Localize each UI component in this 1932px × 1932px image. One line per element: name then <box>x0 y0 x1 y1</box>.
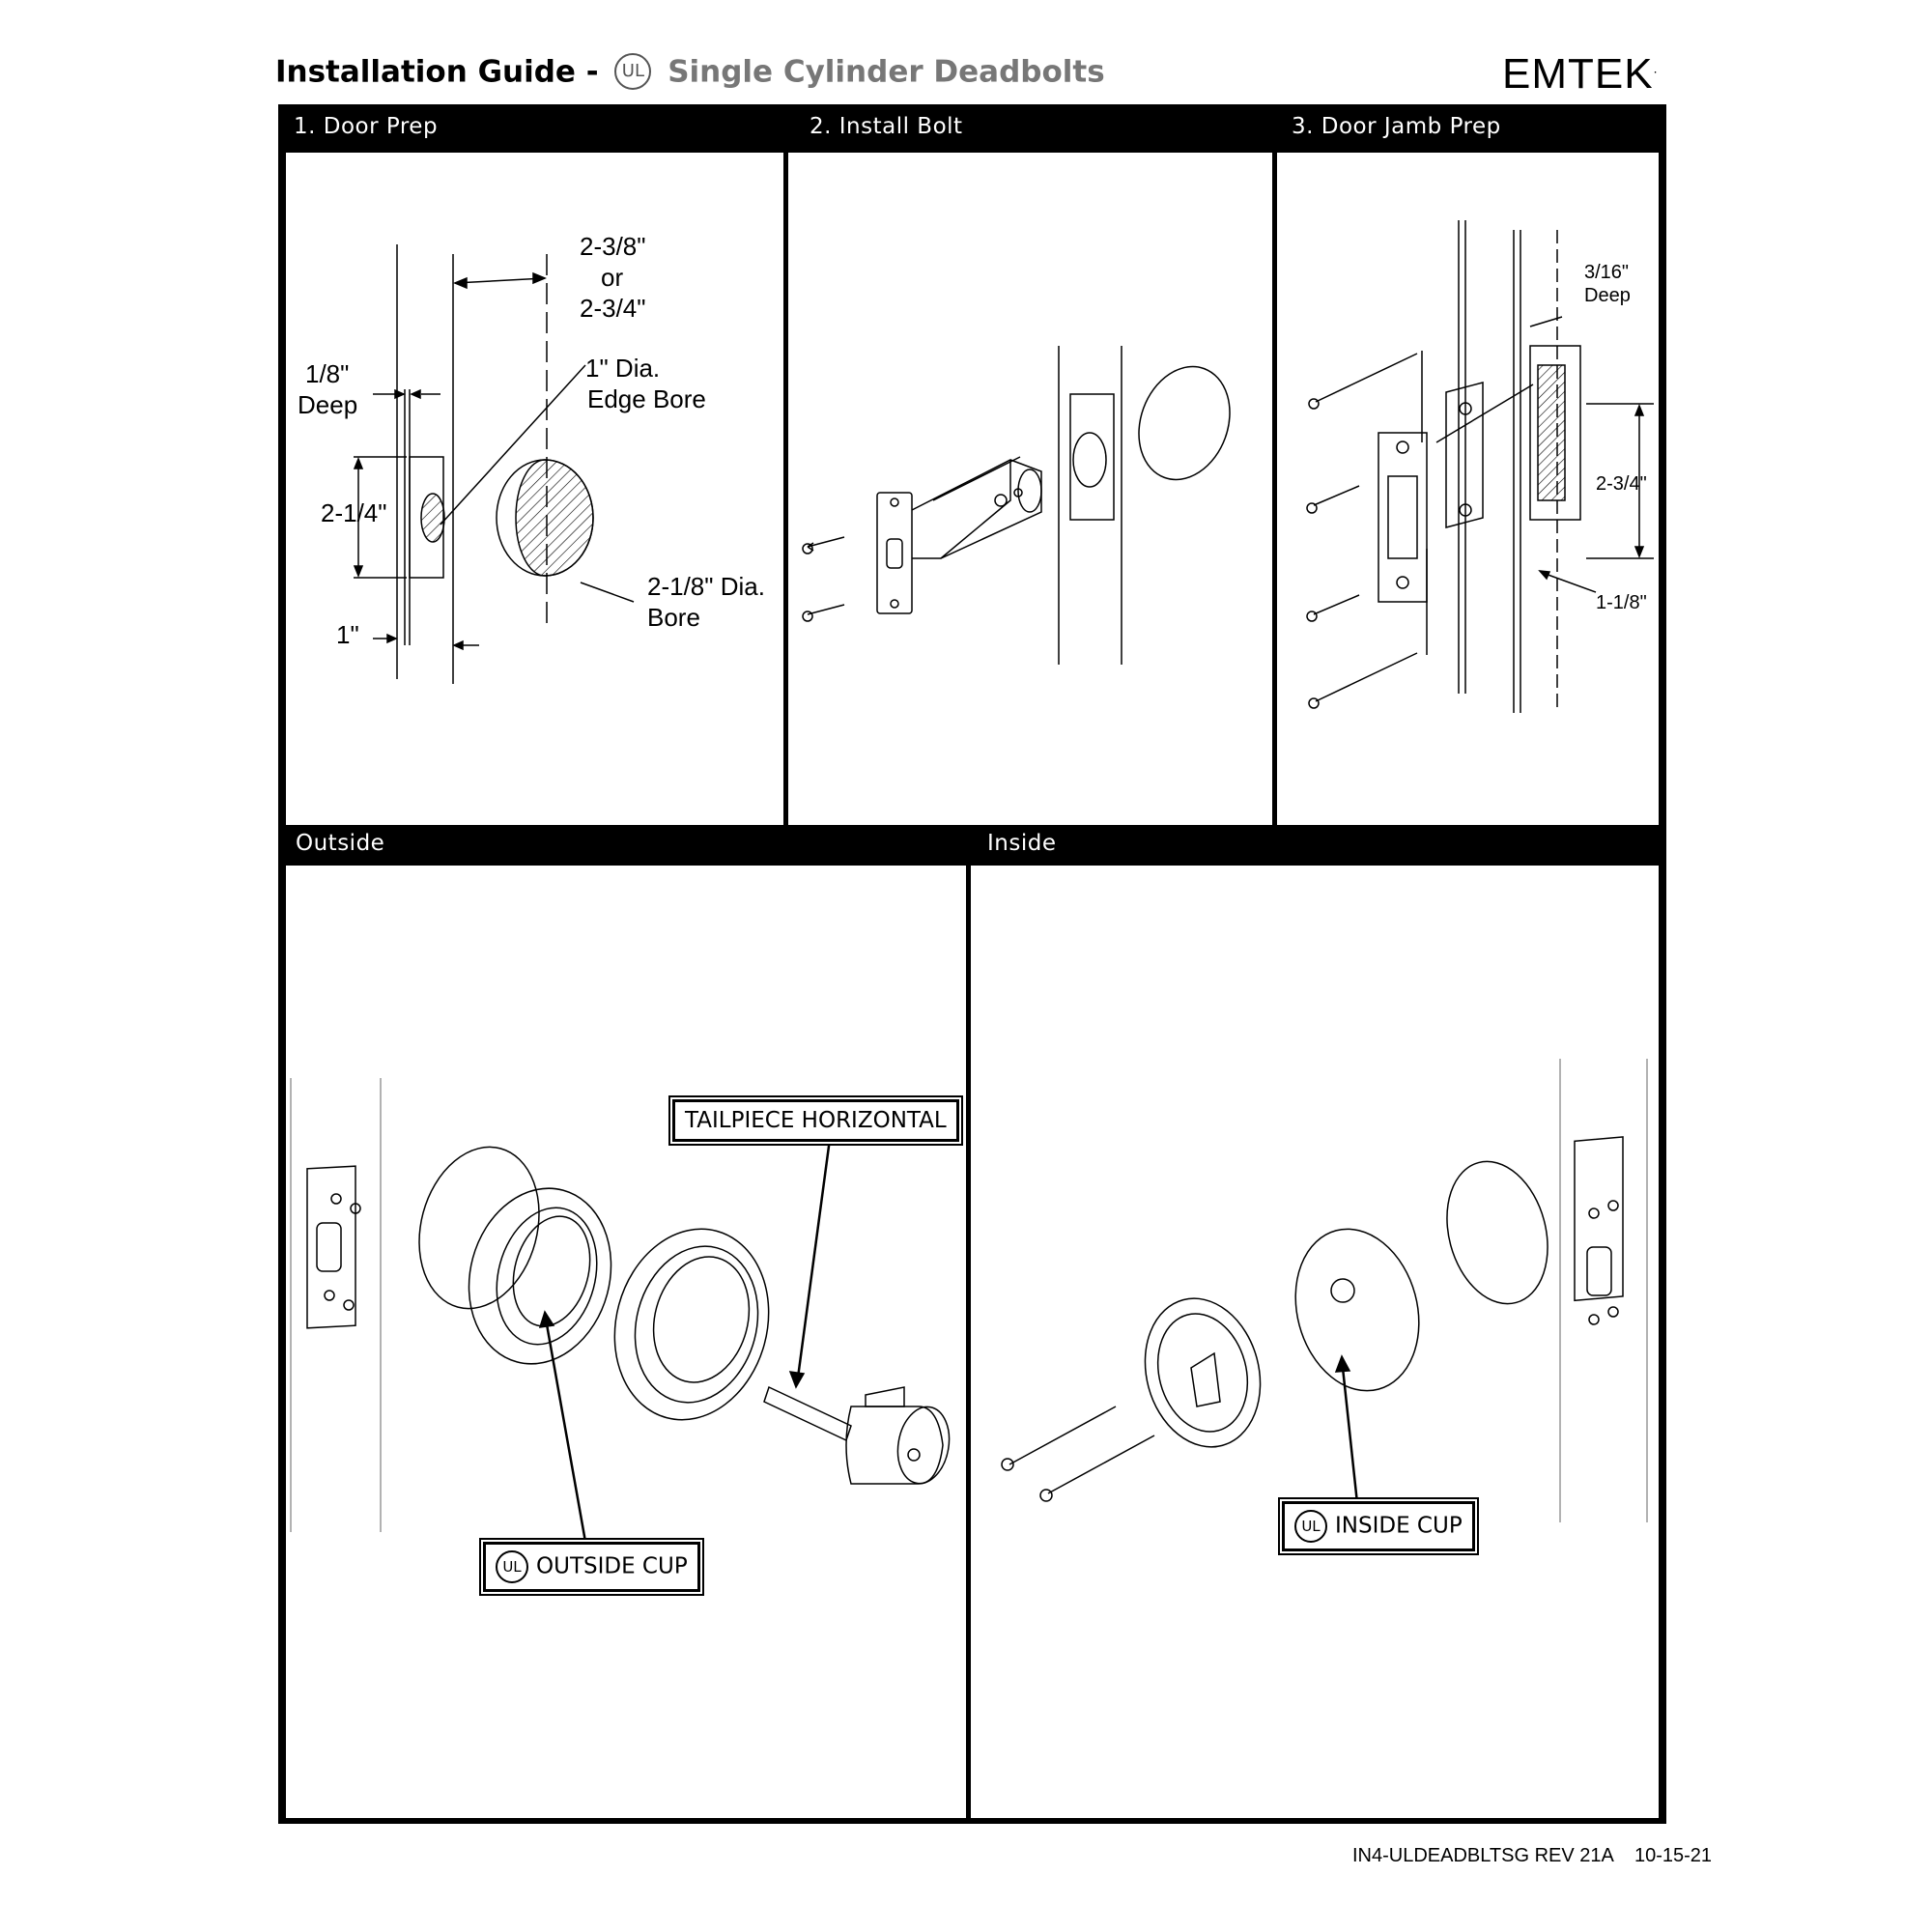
bore-2: Bore <box>647 603 700 632</box>
step-2-title: 2. Install Bolt <box>810 114 963 139</box>
edge-bore-2: Edge Bore <box>587 384 706 413</box>
dim-backset-1: 2-3/8" <box>580 232 646 261</box>
brand-name: EMTEK <box>1502 50 1654 98</box>
divider <box>1272 153 1277 825</box>
inside-cup-callout: UL INSIDE CUP <box>1282 1501 1475 1551</box>
divider <box>280 866 286 1822</box>
jamb-width: 1-1/8" <box>1596 592 1647 613</box>
jamb-height: 2-3/4" <box>1596 473 1647 495</box>
dim-width: 1" <box>336 620 359 649</box>
divider <box>783 153 788 825</box>
door-prep-diagram <box>353 244 635 684</box>
inside-title: Inside <box>987 831 1057 856</box>
outside-cup-label: OUTSIDE CUP <box>536 1553 688 1579</box>
jamb-deep-1: 3/16" <box>1584 262 1630 283</box>
outside-diagram <box>290 1078 951 1543</box>
title-prefix: Installation Guide - <box>275 54 599 90</box>
brand-logo: EMTEK. <box>1502 50 1658 99</box>
ul-mark-icon: UL <box>496 1550 528 1583</box>
step-3-title: 3. Door Jamb Prep <box>1292 114 1501 139</box>
edge-bore-1: 1" Dia. <box>585 354 661 383</box>
sections-header-bar: Outside Inside <box>280 825 1664 866</box>
dim-deep-2: Deep <box>298 390 358 419</box>
step-1-title: 1. Door Prep <box>294 114 439 139</box>
tailpiece-callout: TAILPIECE HORIZONTAL <box>672 1099 959 1142</box>
divider <box>966 866 971 1822</box>
dim-backset-2: 2-3/4" <box>580 294 646 323</box>
divider <box>1659 866 1664 1822</box>
inside-diagram <box>1001 1059 1648 1522</box>
outside-title: Outside <box>296 831 385 856</box>
door-prep-panel: 2-3/8" or 2-3/4" 1/8" Deep 1" Dia. Edge … <box>286 153 783 825</box>
document-code: IN4-ULDEADBLTSG REV 21A 10-15-21 <box>1352 1845 1713 1866</box>
ul-mark-icon: UL <box>1294 1510 1327 1543</box>
page-title: Installation Guide - UL Single Cylinder … <box>275 53 1105 94</box>
dim-backset-or: or <box>601 263 624 292</box>
brand-mark: . <box>1653 60 1659 76</box>
bore-1: 2-1/8" Dia. <box>647 572 765 601</box>
dim-height: 2-1/4" <box>321 498 387 527</box>
title-suffix: Single Cylinder Deadbolts <box>668 54 1105 90</box>
steps-header-bar: 1. Door Prep 2. Install Bolt 3. Door Jam… <box>280 106 1664 153</box>
tailpiece-label: TAILPIECE HORIZONTAL <box>685 1108 947 1133</box>
inside-cup-label: INSIDE CUP <box>1335 1513 1463 1539</box>
install-bolt-diagram <box>802 346 1231 665</box>
install-bolt-panel <box>788 153 1272 825</box>
jamb-deep-2: Deep <box>1584 285 1631 306</box>
divider <box>280 153 286 825</box>
outside-cup-callout: UL OUTSIDE CUP <box>483 1542 700 1592</box>
dim-deep-1: 1/8" <box>305 359 350 388</box>
outside-panel: TAILPIECE HORIZONTAL UL OUTSIDE CUP <box>286 866 966 1818</box>
divider <box>1659 153 1664 825</box>
door-jamb-panel: 3/16" Deep 2-3/4" 1-1/8" <box>1277 153 1659 825</box>
door-jamb-diagram <box>1306 220 1654 713</box>
ul-mark-icon: UL <box>614 53 652 90</box>
inside-panel: UL INSIDE CUP <box>971 866 1659 1818</box>
divider <box>280 1818 1664 1824</box>
